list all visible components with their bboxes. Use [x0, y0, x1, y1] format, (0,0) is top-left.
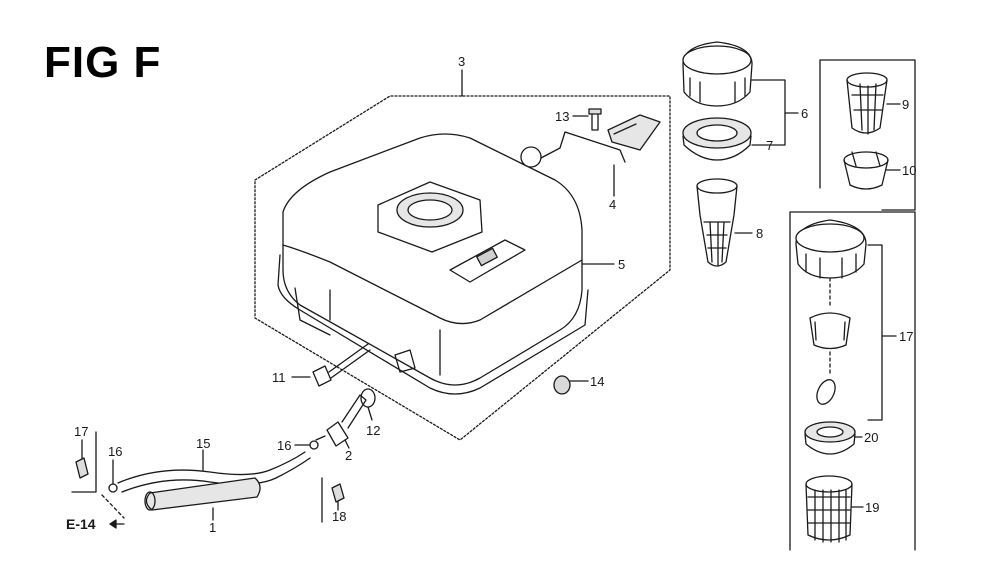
plug-14-drawing [553, 375, 571, 395]
callout-16b: 16 [277, 438, 291, 453]
bracket-17a [71, 431, 97, 493]
fuel-cap-18-drawing [795, 219, 867, 405]
fuel-gauge-drawing [520, 114, 661, 168]
screw-13-drawing [588, 108, 602, 131]
callout-14: 14 [590, 374, 604, 389]
callout-6: 6 [801, 106, 808, 121]
gasket-20-drawing [804, 421, 856, 455]
callout-4: 4 [609, 197, 616, 212]
figure-title: FIG F [44, 38, 162, 87]
callout-16a: 16 [108, 444, 122, 459]
sleeve-1-drawing [144, 477, 261, 511]
callout-7: 7 [766, 138, 773, 153]
clip-16a-drawing [108, 483, 118, 493]
section-ref-label: E-14 [66, 516, 96, 532]
callout-2: 2 [345, 448, 352, 463]
callout-13: 13 [555, 109, 569, 124]
retainer-10-drawing [843, 151, 889, 190]
callout-19: 19 [865, 500, 879, 515]
bracket-6-7 [751, 79, 786, 146]
gasket-7-drawing [682, 117, 752, 161]
callout-5: 5 [618, 257, 625, 272]
bolt-11-drawing [312, 343, 371, 387]
callout-20: 20 [864, 430, 878, 445]
bracket-18 [867, 244, 883, 421]
callout-1: 1 [209, 520, 216, 535]
clamp-17b-drawing [331, 483, 345, 503]
callout-8: 8 [756, 226, 763, 241]
fuel-cap-6-drawing [682, 41, 753, 107]
strainer-8-drawing [696, 178, 738, 267]
fuel-valve-2-drawing [315, 394, 367, 447]
leader-2 [344, 439, 350, 449]
filter-9-drawing [846, 72, 888, 135]
callout-12: 12 [366, 423, 380, 438]
leader-12 [367, 406, 373, 421]
callout-10: 10 [902, 163, 916, 178]
callout-15: 15 [196, 436, 210, 451]
clip-16b-drawing [309, 440, 319, 450]
callout-17b: 18 [332, 509, 346, 524]
callout-17a: 17 [74, 424, 88, 439]
inset-box-18-20 [789, 211, 916, 551]
callout-18: 17 [899, 329, 913, 344]
filter-19-drawing [805, 475, 853, 543]
inset-box-9-10 [819, 59, 916, 211]
callout-labels: 3 13 4 5 6 7 8 9 10 17 20 19 11 12 14 2 … [66, 54, 916, 535]
callout-9: 9 [902, 97, 909, 112]
callout-11: 11 [272, 370, 286, 385]
tank-group-bracket [254, 95, 671, 441]
clamp-17a-drawing [75, 457, 89, 479]
e14-arrow [101, 494, 125, 529]
fuel-tank-drawing [277, 133, 589, 395]
callout-3: 3 [458, 54, 465, 69]
